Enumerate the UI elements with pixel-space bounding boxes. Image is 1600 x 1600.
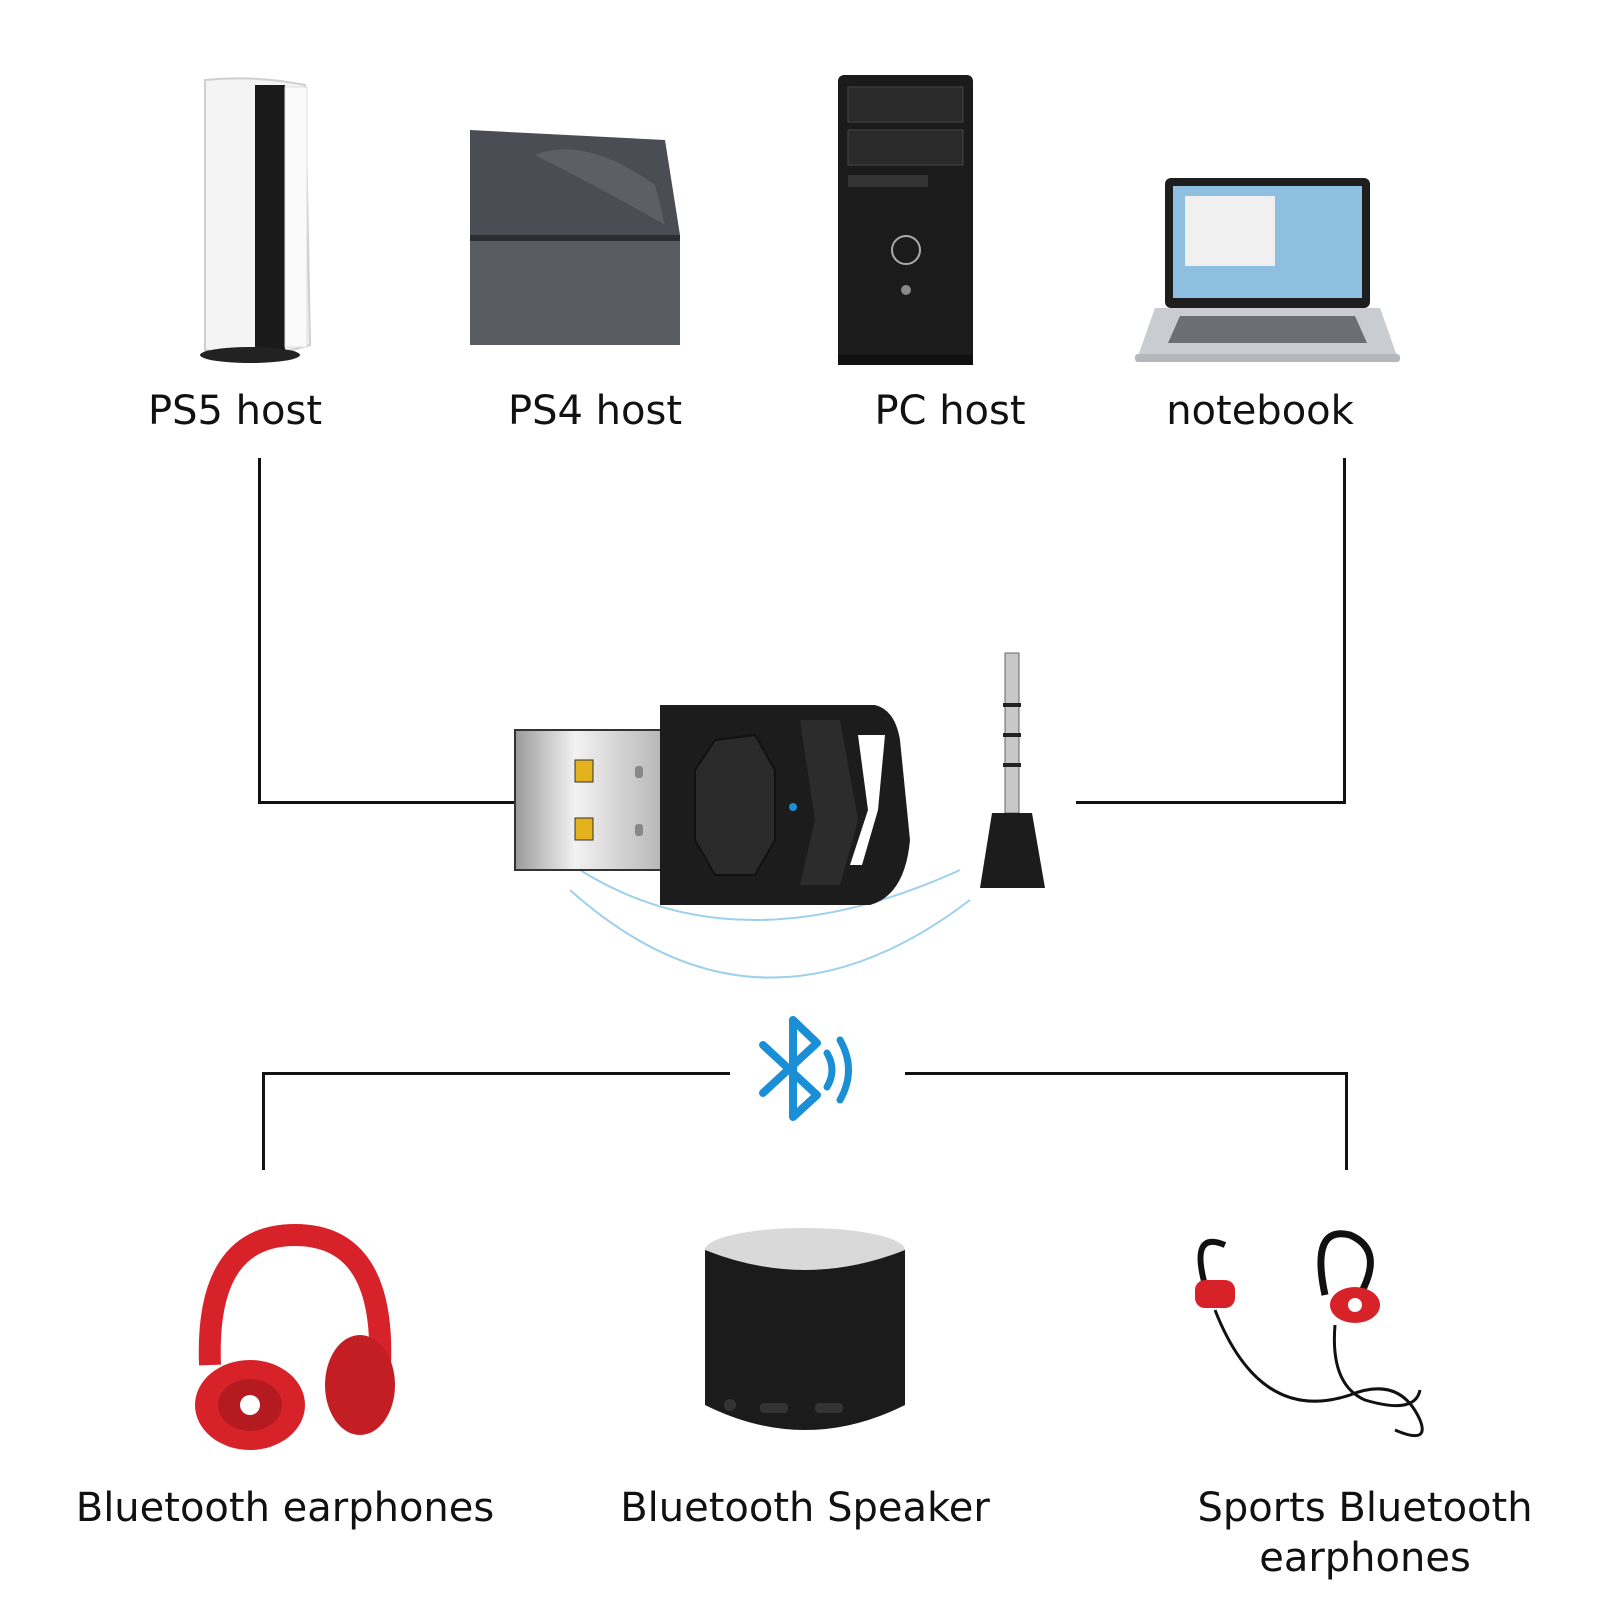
- connector-bottom-right-horizontal: [905, 1072, 1347, 1075]
- signal-arc-outer: [569, 889, 971, 979]
- usb-bluetooth-adapter: [514, 705, 971, 979]
- mic-3.5mm-jack-icon: [980, 652, 1045, 888]
- speaker-icon: [705, 1228, 905, 1430]
- device-label-speaker: Bluetooth Speaker: [620, 1485, 990, 1531]
- device-label-sports-line1: Sports Bluetooth: [1197, 1485, 1533, 1531]
- connector-right-vertical: [1343, 458, 1346, 803]
- connector-left-horizontal: [258, 801, 516, 804]
- connector-bottom-left-horizontal: [262, 1072, 730, 1075]
- bluetooth-icon: [759, 1016, 852, 1121]
- host-label-pc: PC host: [874, 388, 1026, 434]
- connector-right-horizontal: [1076, 801, 1346, 804]
- host-label-notebook: notebook: [1166, 388, 1354, 434]
- ps4-console-icon: [470, 130, 680, 345]
- connector-bottom-left-vertical: [262, 1072, 265, 1170]
- device-label-headphones: Bluetooth earphones: [75, 1485, 495, 1531]
- laptop-icon: [1135, 178, 1400, 362]
- device-label-sports-line2: earphones: [1259, 1535, 1471, 1581]
- host-label-ps4: PS4 host: [507, 388, 683, 434]
- connector-bottom-right-vertical: [1345, 1072, 1348, 1170]
- pc-tower-icon: [838, 75, 973, 365]
- host-label-ps5: PS5 host: [147, 388, 323, 434]
- signal-arc-inner: [579, 869, 961, 921]
- red-headphones-icon: [195, 1223, 395, 1450]
- sports-earphones-icon: [1195, 1230, 1424, 1438]
- ps5-console-icon: [200, 77, 312, 363]
- connector-left-vertical: [258, 458, 261, 803]
